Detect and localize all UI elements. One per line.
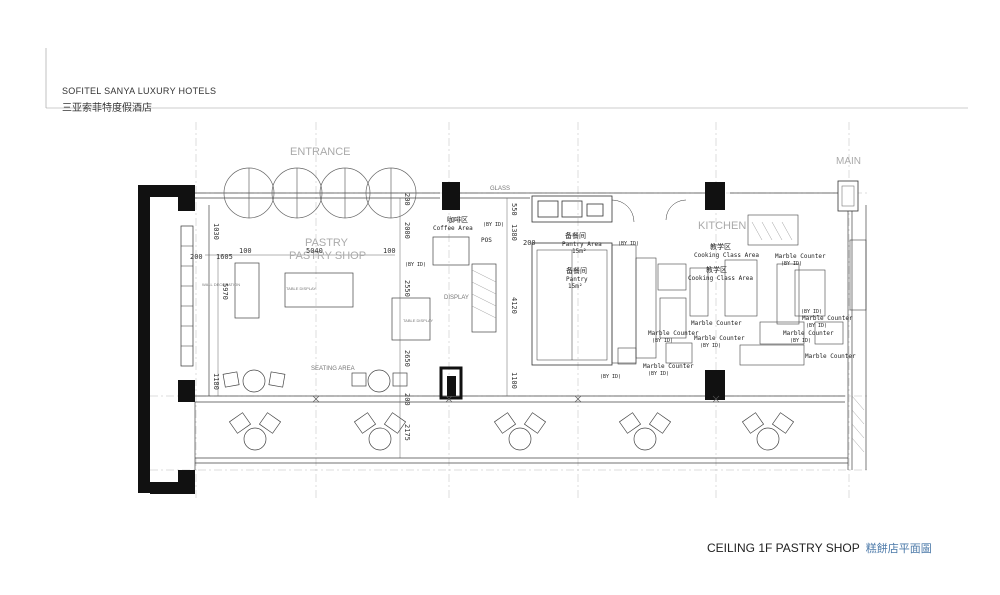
- dimension-lines: [205, 198, 508, 458]
- by-id-10: (BY ID): [618, 241, 639, 247]
- marble-counter-4: Marble Counter: [694, 335, 745, 342]
- hotel-name-chinese: 三亚索菲特度假酒店: [62, 103, 152, 114]
- label-table-display-1: TABLE DISPLAY: [286, 286, 316, 291]
- dim-2650: 2650: [403, 350, 411, 367]
- rail-markers: [312, 395, 720, 403]
- by-id-7: (BY ID): [801, 309, 822, 315]
- label-main: MAIN: [836, 156, 861, 167]
- label-display: DISPLAY: [444, 295, 469, 301]
- dim-4120: 4120: [510, 297, 518, 314]
- label-teaching-zh-2: 教学区: [706, 265, 727, 274]
- main-column: [837, 180, 859, 212]
- label-pos: POS: [481, 237, 492, 244]
- hatch-counters: [471, 221, 865, 453]
- marble-counter-2: Marble Counter: [691, 320, 742, 327]
- dim-100a: 100: [239, 247, 252, 255]
- entrance-doors: [223, 167, 417, 219]
- label-teaching-zh-1: 教学区: [710, 242, 731, 251]
- by-id-1: (BY ID): [781, 261, 802, 267]
- by-id-11: (BY ID): [600, 374, 621, 380]
- by-id-5: (BY ID): [790, 338, 811, 344]
- dim-1605: 1605: [216, 253, 233, 261]
- label-kitchen: KITCHEN: [698, 220, 746, 232]
- dim-2550: 2550: [403, 280, 411, 297]
- facade-lines: [194, 192, 867, 470]
- label-pantry-zh-1: 备餐间: [565, 231, 586, 240]
- label-cooking-class-1: Cooking Class Area: [694, 252, 759, 259]
- marble-counter-8: Marble Counter: [805, 353, 856, 360]
- dim-2175: 2175: [403, 424, 411, 441]
- label-entrance: ENTRANCE: [290, 146, 351, 158]
- marble-counter-1: Marble Counter: [775, 253, 826, 260]
- hotel-name-english: SOFITEL SANYA LUXURY HOTELS: [62, 86, 217, 96]
- dim-200c: 200: [403, 193, 411, 206]
- by-id-8: (BY ID): [405, 262, 426, 268]
- structural-columns: [439, 182, 725, 400]
- drawing-title-english: CEILING 1F PASTRY SHOP: [707, 541, 860, 555]
- kitchen-equipment: [611, 214, 867, 366]
- marble-counter-7: Marble Counter: [802, 315, 853, 322]
- left-wall: [138, 185, 195, 494]
- drawing-title: CEILING 1F PASTRY SHOP 糕餅店平面圖: [707, 540, 932, 556]
- label-table-display-2: TABLE DISPLAY: [403, 318, 433, 323]
- label-pantry-15: Pantry: [566, 276, 588, 283]
- label-coffee-zh: 咖啡区: [447, 215, 468, 224]
- by-id-3: (BY ID): [700, 343, 721, 349]
- dim-200b: 200: [403, 393, 411, 406]
- dim-2000: 2000: [403, 222, 411, 239]
- label-pantry-15m: 15m²: [568, 283, 582, 290]
- label-coffee-area: Coffee Area: [433, 225, 473, 232]
- label-pantry-area: Pantry Area: [562, 241, 602, 248]
- label-pantry-zh-2: 备餐间: [566, 266, 587, 275]
- drawing-title-chinese: 糕餅店平面圖: [865, 542, 932, 555]
- marble-counter-6: Marble Counter: [783, 330, 834, 337]
- dim-200d: 200: [523, 239, 536, 247]
- frame-lines: [45, 48, 968, 109]
- seating-chairs: [222, 369, 795, 451]
- dim-200a: 200: [190, 253, 203, 261]
- dim-1100: 1100: [510, 372, 518, 389]
- by-id-4: (BY ID): [648, 371, 669, 377]
- marble-counter-5: Marble Counter: [643, 363, 694, 370]
- dim-5970: 5970: [221, 283, 229, 300]
- label-pantry-15-top: 15m²: [572, 248, 586, 255]
- by-id-2: (BY ID): [652, 338, 673, 344]
- label-pastry-shop: PASTRY SHOP: [289, 250, 366, 262]
- label-glass: GLASS: [490, 186, 510, 192]
- by-id-9: (BY ID): [483, 222, 504, 228]
- shop-furniture: [234, 236, 497, 341]
- label-pastry: PASTRY: [305, 237, 349, 249]
- by-id-6: (BY ID): [806, 323, 827, 329]
- dim-1180: 1180: [212, 373, 220, 390]
- dim-550: 550: [510, 203, 518, 216]
- dim-1030: 1030: [212, 223, 220, 240]
- label-seating-area: SEATING AREA: [311, 366, 355, 372]
- dim-100b: 100: [383, 247, 396, 255]
- dim-1380: 1380: [510, 224, 518, 241]
- label-wall-decoration: WALL DECORATION: [202, 282, 240, 287]
- dim-5040: 5040: [306, 247, 323, 255]
- label-cooking-class-2: Cooking Class Area: [688, 275, 753, 282]
- marble-counter-3: Marble Counter: [648, 330, 699, 337]
